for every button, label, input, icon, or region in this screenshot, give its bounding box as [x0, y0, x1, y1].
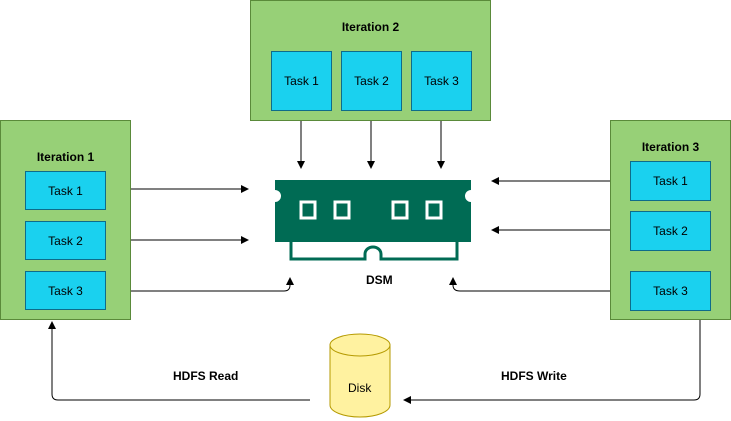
disk-cylinder-icon — [329, 333, 391, 418]
iteration-2-group: Iteration 2 Task 1 Task 2 Task 3 — [250, 0, 491, 121]
disk-label: Disk — [348, 381, 372, 395]
iteration-3-task-1: Task 1 — [630, 161, 711, 201]
dsm-label: DSM — [366, 273, 393, 287]
iteration-3-task-2: Task 2 — [630, 211, 711, 251]
iteration-2-task-2: Task 2 — [341, 51, 402, 111]
iteration-1-group: Iteration 1 Task 1 Task 2 Task 3 — [0, 120, 131, 320]
hdfs-read-label: HDFS Read — [173, 369, 239, 383]
edge-hdfs-write — [403, 320, 701, 404]
edge-it3-task3-dsm — [449, 277, 629, 292]
iteration-1-task-2: Task 2 — [25, 221, 106, 260]
iteration-1-title: Iteration 1 — [36, 150, 95, 164]
hdfs-write-label: HDFS Write — [501, 369, 567, 383]
iteration-1-task-1: Task 1 — [25, 171, 106, 210]
iteration-2-task-3: Task 3 — [411, 51, 472, 111]
iteration-2-title: Iteration 2 — [341, 20, 400, 34]
iteration-1-task-3: Task 3 — [25, 271, 106, 310]
iteration-3-group: Iteration 3 Task 1 Task 2 Task 3 — [610, 120, 731, 320]
iteration-3-title: Iteration 3 — [641, 140, 700, 154]
iteration-3-task-3: Task 3 — [630, 271, 711, 311]
iteration-2-task-1: Task 1 — [271, 51, 332, 111]
edge-hdfs-read — [48, 321, 310, 401]
ram-module-icon — [275, 180, 471, 261]
edge-it1-task3-dsm — [105, 277, 294, 292]
